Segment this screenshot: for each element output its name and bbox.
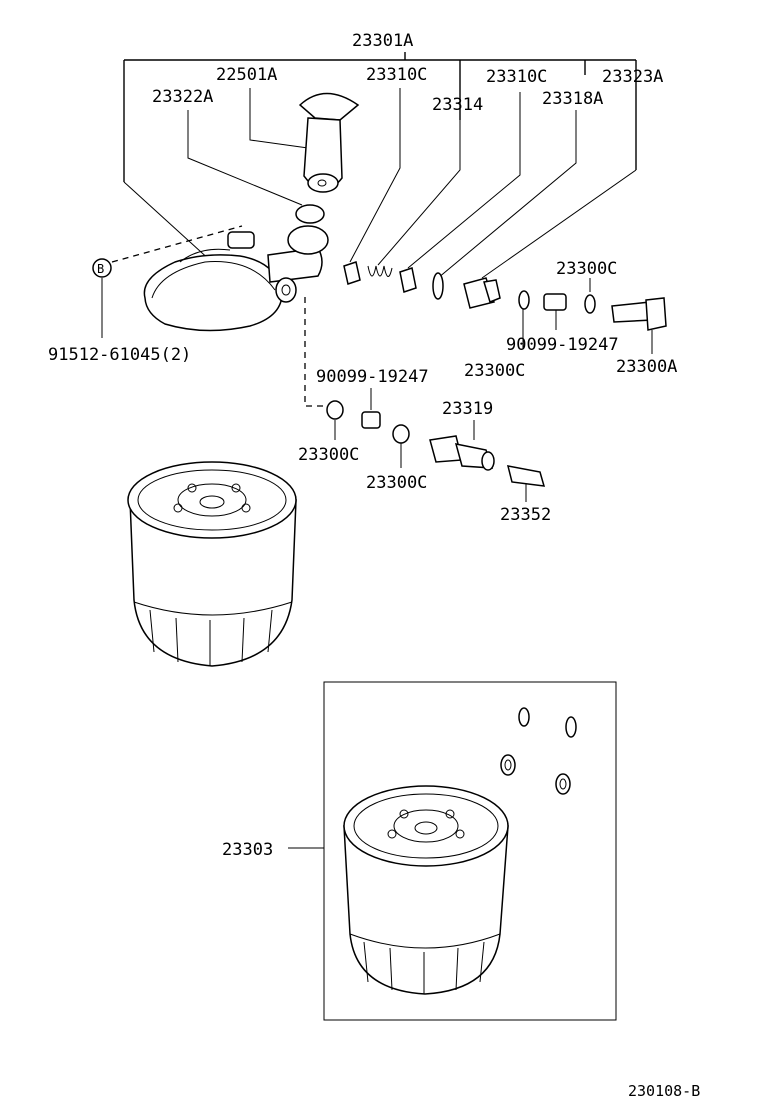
- label-23323a: 23323A: [602, 67, 663, 87]
- label-90099-right: 90099-19247: [506, 335, 619, 355]
- label-bolt-ref: 91512-61045(2): [48, 345, 191, 365]
- label-23322a: 23322A: [152, 87, 213, 107]
- label-23314: 23314: [432, 95, 483, 115]
- part-23300c-ring-c: [326, 400, 344, 420]
- label-23300c-mid: 23300C: [366, 473, 427, 493]
- leader-lines: [101, 88, 653, 849]
- part-90099-pin-right: [543, 293, 567, 311]
- diagram-id: 230108-B: [628, 1082, 700, 1100]
- label-23318a: 23318A: [542, 89, 603, 109]
- label-b-ref: B: [97, 262, 104, 276]
- kit-orings: [500, 707, 577, 795]
- part-23310c-right: [399, 267, 417, 293]
- filter-housing: [143, 225, 329, 332]
- part-22501a: [298, 92, 360, 193]
- label-23352: 23352: [500, 505, 551, 525]
- label-23300c-top: 23300C: [556, 259, 617, 279]
- label-23310c-2: 23310C: [486, 67, 547, 87]
- label-23310c-1: 23310C: [366, 65, 427, 85]
- part-23314-spring: [367, 265, 393, 277]
- assembly-bracket: [123, 52, 637, 182]
- oil-filter-kit: [343, 785, 509, 995]
- kit-box: [323, 681, 617, 1021]
- part-23300c-ring-d: [392, 424, 410, 444]
- part-23323a-plug: [463, 277, 501, 309]
- label-22501a: 22501A: [216, 65, 277, 85]
- part-23322a-ring: [295, 204, 325, 224]
- label-23300c-left: 23300C: [298, 445, 359, 465]
- label-23300a: 23300A: [616, 357, 677, 377]
- part-23300a-bolt: [611, 297, 667, 331]
- label-assembly: 23301A: [352, 31, 413, 51]
- reference-b-marker: [92, 258, 112, 278]
- part-23352-valve: [506, 465, 546, 487]
- oil-filter-upper: [127, 461, 297, 667]
- part-labels: 23301A 22501A 23310C 23310C 23323A 23322…: [48, 31, 700, 1100]
- label-90099-left: 90099-19247: [316, 367, 429, 387]
- part-90099-pin-left: [361, 411, 381, 429]
- label-23300c-right: 23300C: [464, 361, 525, 381]
- label-23303: 23303: [222, 840, 273, 860]
- part-23310c-left: [343, 261, 361, 285]
- part-23300c-ring-a: [518, 290, 530, 310]
- part-23319-union: [429, 435, 495, 471]
- part-23318a-ring: [432, 272, 444, 300]
- part-23300c-ring-b: [584, 294, 596, 314]
- dashed-guides: [111, 225, 326, 407]
- label-23319: 23319: [442, 399, 493, 419]
